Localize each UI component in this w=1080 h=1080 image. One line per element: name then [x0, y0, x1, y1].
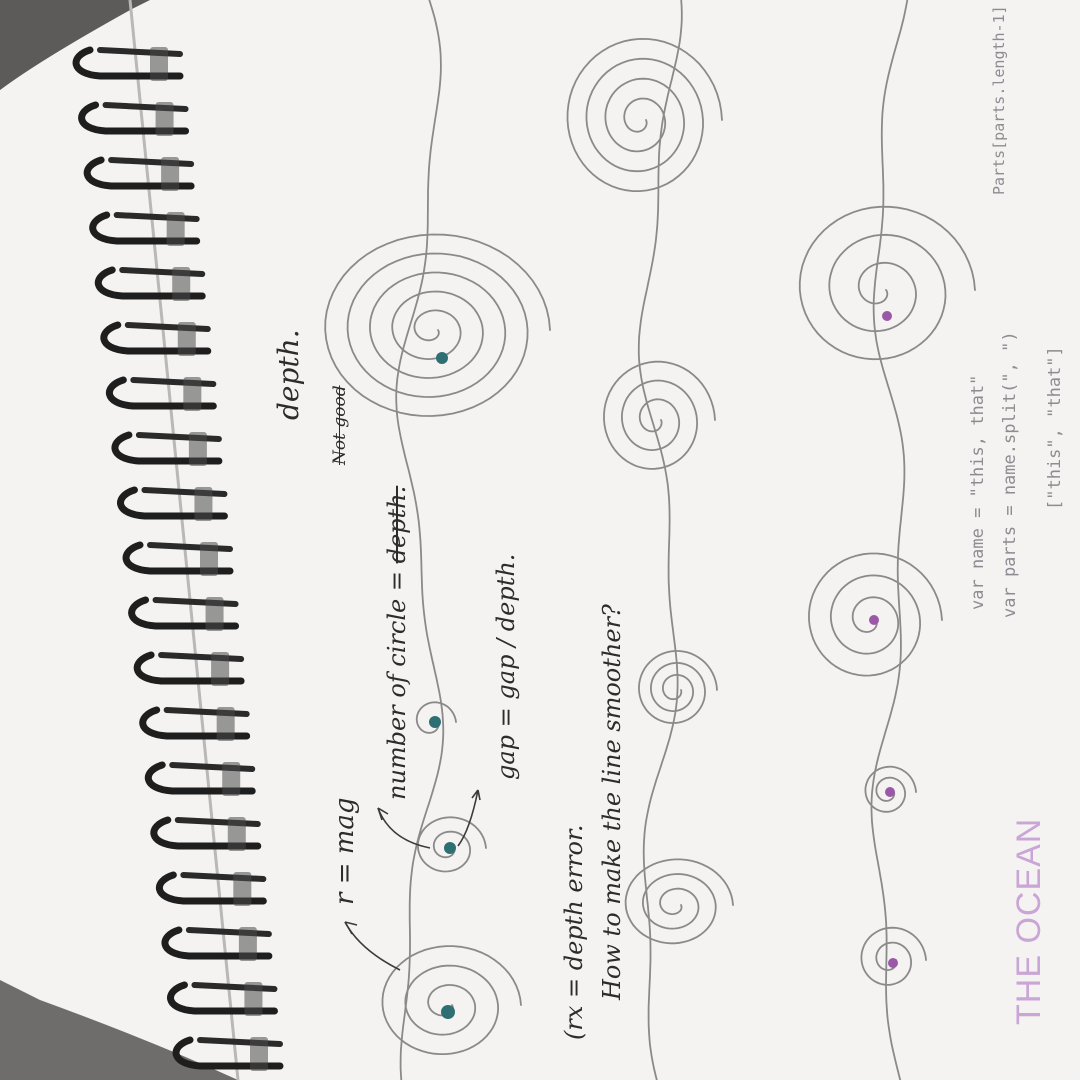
- wavy-line: [637, 0, 683, 1080]
- arrow-gap-head: [471, 789, 481, 801]
- binding-coil: [94, 266, 206, 301]
- teal-dot: [429, 716, 441, 728]
- binding-coil: [155, 871, 267, 906]
- spiral: [624, 858, 734, 945]
- teal-dot: [436, 352, 448, 364]
- binding-coil: [128, 596, 240, 631]
- code-line-2: var parts = name.split(", "): [1000, 331, 1020, 618]
- spiral: [860, 926, 927, 986]
- spiral: [416, 816, 487, 873]
- binding-coil: [150, 816, 262, 851]
- note-r-mag: r = mag: [330, 797, 360, 905]
- note-circle-prefix: number of circle =: [383, 571, 411, 800]
- spiral: [808, 552, 943, 677]
- spiral: [798, 205, 976, 361]
- note-depth-word: depth.: [272, 329, 305, 420]
- binding-coil: [122, 541, 234, 576]
- note-gap: gap = gap / depth.: [492, 553, 520, 780]
- binding-coil: [78, 101, 190, 136]
- binding-coil: [83, 156, 195, 191]
- annotation-arrows: [344, 789, 481, 971]
- spiral: [415, 701, 457, 734]
- spiral: [566, 37, 723, 192]
- teal-dot: [441, 1005, 455, 1019]
- binding-coil: [100, 321, 212, 356]
- spiral: [381, 945, 522, 1055]
- code-line-1: var name = "this, that": [968, 374, 988, 610]
- binding-coil: [117, 486, 228, 521]
- binding-coil: [111, 431, 223, 466]
- purple-dots: [869, 311, 898, 968]
- spiral: [324, 233, 551, 417]
- note-rx: (rx = depth error.: [560, 824, 588, 1040]
- code-line-3: ["this", "that"]: [1045, 346, 1065, 510]
- note-smoother: How to make the line smoother?: [598, 604, 626, 1000]
- binding-coil: [139, 706, 251, 741]
- page-shadow-edge: [0, 0, 150, 90]
- spiral: [638, 650, 718, 724]
- purple-dot: [869, 615, 879, 625]
- note-circle-strike: depth.: [383, 485, 411, 564]
- binding-coil: [133, 651, 245, 686]
- binding-coil: [172, 1036, 284, 1071]
- teal-dot: [444, 842, 456, 854]
- note-number-of-circle: number of circle = depth.: [383, 486, 411, 800]
- purple-dot: [882, 311, 892, 321]
- binding-coil: [89, 211, 201, 246]
- binding-coil: [144, 761, 256, 796]
- arrow-gap: [457, 789, 479, 847]
- binding-coil: [161, 926, 273, 961]
- purple-dot: [885, 787, 895, 797]
- binding-coil: [72, 46, 184, 81]
- wavy-line: [870, 0, 909, 1080]
- purple-dot: [888, 958, 898, 968]
- note-the-ocean: THE OCEAN: [1010, 817, 1048, 1025]
- binding-coil: [167, 981, 278, 1016]
- note-not-good: Not good: [330, 385, 350, 465]
- binding-coil: [105, 376, 217, 411]
- spiral: [603, 360, 716, 470]
- pencil-drawing: [324, 0, 976, 1080]
- arrow-circle-head: [377, 807, 389, 821]
- code-line-4: Parts[parts.length-1]: [990, 5, 1008, 195]
- spiral: [864, 765, 917, 813]
- teal-dots: [429, 352, 456, 1019]
- wavy-line: [395, 0, 445, 1080]
- arrow-mag-head: [344, 921, 358, 935]
- spiral-binding: [72, 46, 284, 1071]
